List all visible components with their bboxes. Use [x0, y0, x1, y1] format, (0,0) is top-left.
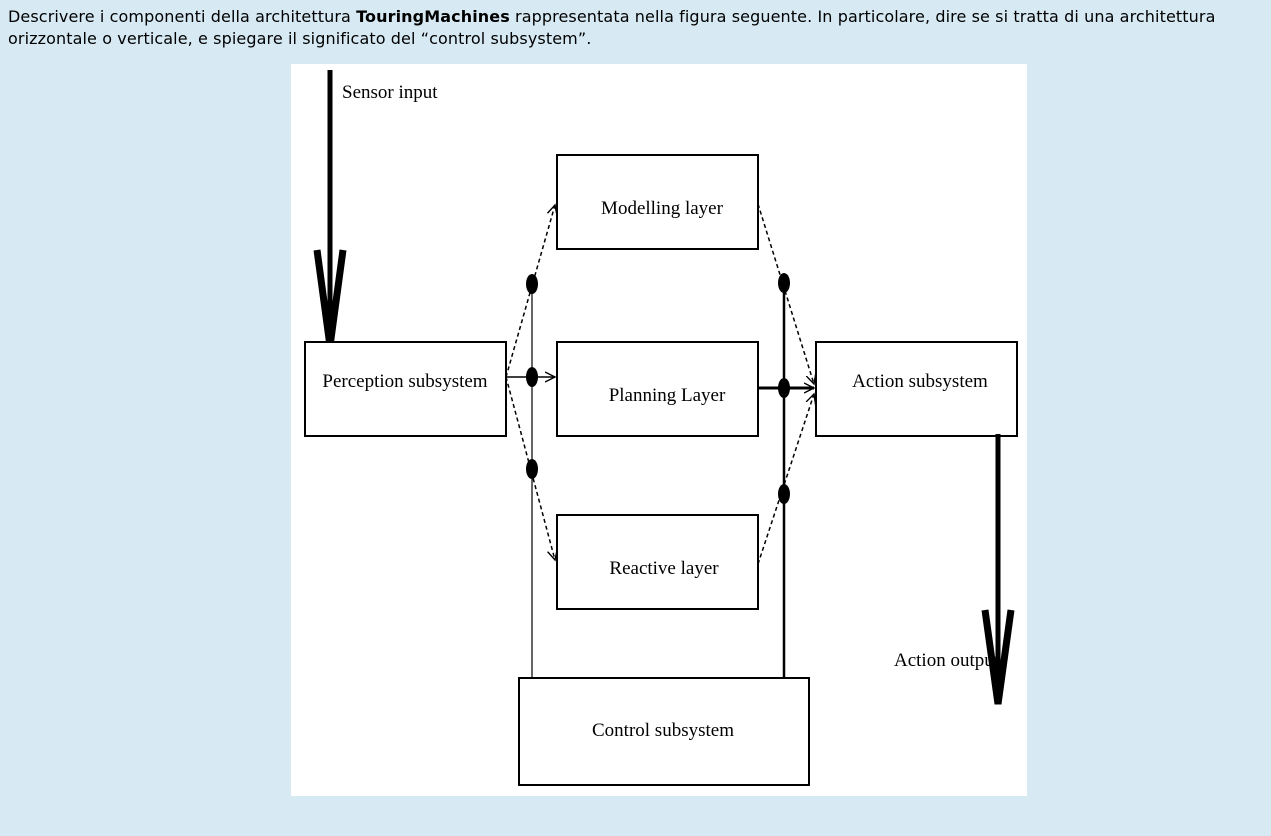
control-lines	[531, 282, 786, 678]
perception-subsystem-label: Perception subsystem	[322, 371, 487, 392]
modelling-layer-label: Modelling layer	[601, 198, 724, 219]
touringmachines-diagram: Sensor input Perception subsystem Modell…	[291, 64, 1027, 796]
reactive-layer-label: Reactive layer	[609, 558, 719, 579]
question-part2: rappresentata nella figura seguente. In …	[8, 7, 1216, 48]
action-subsystem-box	[815, 341, 1018, 437]
sensor-input-label: Sensor input	[342, 82, 438, 103]
question-part1: Descrivere i componenti della architettu…	[8, 7, 357, 26]
diagram-svg: Sensor input Perception subsystem Modell…	[304, 70, 1018, 786]
planning-layer-label: Planning Layer	[609, 385, 726, 406]
planning-layer-box	[556, 341, 759, 437]
control-nodes	[526, 273, 790, 504]
action-subsystem-label: Action subsystem	[852, 371, 988, 392]
control-subsystem-box	[518, 677, 810, 786]
perception-subsystem-box	[304, 341, 507, 437]
action-output-label: Action output	[894, 650, 1000, 671]
reactive-layer-box	[556, 514, 759, 610]
control-subsystem-label: Control subsystem	[592, 720, 734, 741]
question-text: Descrivere i componenti della architettu…	[8, 6, 1258, 50]
question-bold-term: TouringMachines	[356, 7, 510, 26]
action-output-arrow	[981, 434, 1015, 705]
sensor-input-arrow	[313, 70, 347, 347]
modelling-layer-box	[556, 154, 759, 250]
